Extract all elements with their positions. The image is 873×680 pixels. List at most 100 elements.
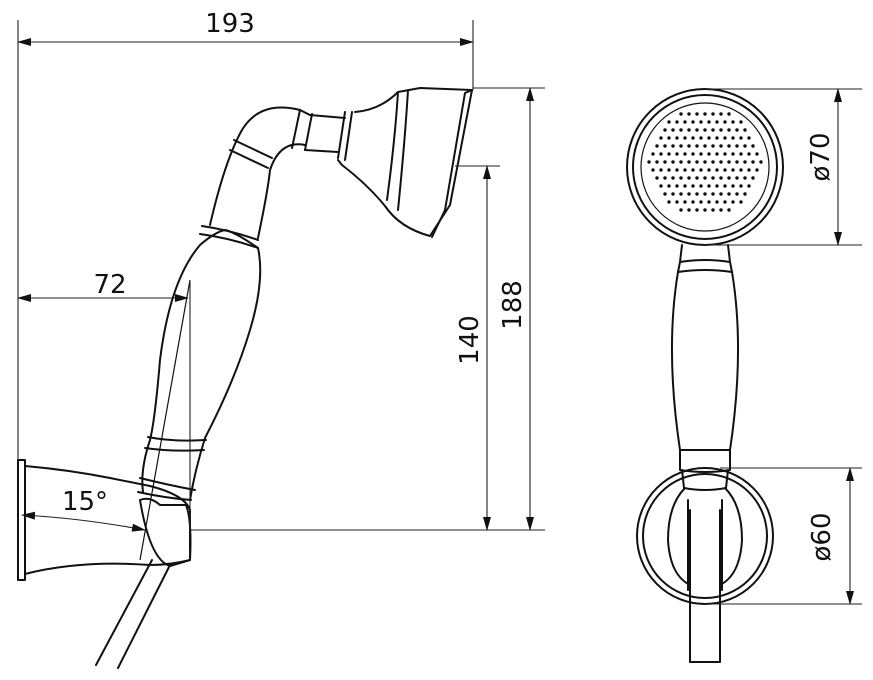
nozzle-dot [667, 184, 671, 188]
front-base-inner [642, 473, 768, 599]
nozzle-dot [715, 168, 719, 172]
nozzle-dot [727, 176, 731, 180]
nozzle-dot [695, 112, 699, 116]
nozzle-dot [755, 168, 759, 172]
nozzle-dot [731, 200, 735, 204]
front-hose [689, 509, 721, 663]
nozzle-dot [735, 160, 739, 164]
front-bracket-clip [667, 487, 743, 591]
front-handle [670, 271, 739, 451]
nozzle-dot [727, 128, 731, 132]
nozzle-dot [723, 184, 727, 188]
nozzle-dot [719, 208, 723, 212]
nozzle-dot [691, 168, 695, 172]
nozzle-dot [659, 136, 663, 140]
nozzle-dot [655, 176, 659, 180]
nozzle-dot [691, 152, 695, 156]
nozzle-dot [715, 184, 719, 188]
label-overall-height: 188 [498, 280, 528, 330]
nozzle-dot [699, 184, 703, 188]
nozzle-dot [691, 120, 695, 124]
nozzle-dot [715, 200, 719, 204]
nozzle-dot [679, 192, 683, 196]
nozzle-dot [731, 152, 735, 156]
shower-face-rim [632, 94, 778, 240]
nozzle-dot [727, 112, 731, 116]
nozzle-dot [703, 112, 707, 116]
nozzle-dot [739, 120, 743, 124]
nozzle-dot [739, 168, 743, 172]
nozzle-dot [667, 152, 671, 156]
nozzle-dot [695, 160, 699, 164]
neck-rings [229, 109, 313, 169]
nozzle-dot [711, 112, 715, 116]
nozzle-dot [699, 120, 703, 124]
nozzle-dot [699, 168, 703, 172]
nozzle-dot [727, 192, 731, 196]
nozzle-dot [731, 120, 735, 124]
nozzle-dot [723, 136, 727, 140]
nozzle-dot [711, 192, 715, 196]
shower-head-rim [386, 89, 473, 238]
nozzle-dot [663, 176, 667, 180]
nozzle-dot [723, 152, 727, 156]
nozzle-dot [683, 120, 687, 124]
nozzle-dot [671, 144, 675, 148]
nozzle-dot [747, 152, 751, 156]
nozzle-dot [659, 152, 663, 156]
nozzle-dot [715, 136, 719, 140]
nozzle-dot [687, 176, 691, 180]
nozzle-dot [715, 152, 719, 156]
nozzle-dot [675, 120, 679, 124]
nozzle-dot [739, 184, 743, 188]
nozzle-dot [707, 120, 711, 124]
elbow-tube [209, 106, 311, 239]
shower-head [337, 87, 473, 237]
nozzle-dot [663, 144, 667, 148]
label-overall-width: 193 [205, 9, 255, 39]
label-height-to-face: 140 [455, 315, 485, 365]
nozzle-dot [675, 184, 679, 188]
nozzle-dot [675, 136, 679, 140]
nozzle-dot [687, 208, 691, 212]
nozzle-dot [743, 192, 747, 196]
label-angle: 15° [62, 487, 108, 517]
nozzle-dot [671, 192, 675, 196]
nozzle-dot [647, 160, 651, 164]
nozzle-dot [691, 184, 695, 188]
nozzle-dot [707, 168, 711, 172]
handle-ring-lower [137, 436, 207, 501]
nozzle-dot [735, 128, 739, 132]
nozzle-dot [679, 144, 683, 148]
nozzle-dot [667, 136, 671, 140]
nozzle-dot [675, 168, 679, 172]
nozzle-dot [695, 176, 699, 180]
nozzle-dot [715, 120, 719, 124]
bracket-centerline [139, 279, 191, 561]
nozzle-dot [739, 152, 743, 156]
nozzle-dot [735, 176, 739, 180]
nozzle-dot [723, 200, 727, 204]
nozzle-dot [703, 208, 707, 212]
nozzle-dot [703, 192, 707, 196]
nozzle-dot [659, 184, 663, 188]
nozzle-dot [723, 120, 727, 124]
nozzle-dot [747, 136, 751, 140]
nozzle-dot [751, 176, 755, 180]
nozzle-dot [743, 176, 747, 180]
nozzle-dot [711, 176, 715, 180]
nozzle-dot [747, 168, 751, 172]
nozzle-dot [739, 200, 743, 204]
nozzle-dot [711, 160, 715, 164]
nozzle-dot [683, 184, 687, 188]
nozzle-dot [735, 192, 739, 196]
front-view-dimensions: ø70 ø60 [705, 88, 862, 605]
nozzle-dot [755, 152, 759, 156]
label-base-diameter: ø60 [807, 513, 837, 562]
nozzle-dot [719, 160, 723, 164]
front-base-outer [636, 467, 774, 605]
nozzle-dot [707, 136, 711, 140]
nozzle-dot [691, 136, 695, 140]
nozzle-dot [695, 208, 699, 212]
